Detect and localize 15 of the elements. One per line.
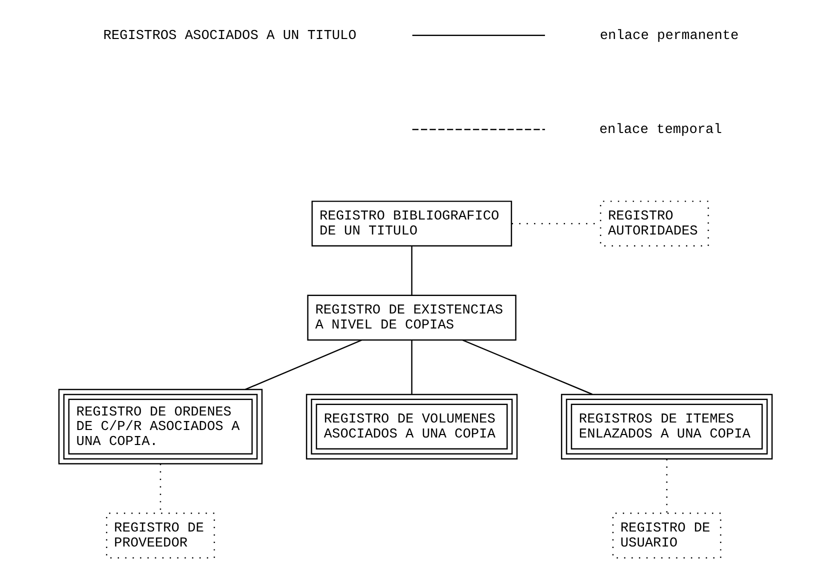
connector [244, 340, 362, 390]
node-box: REGISTRO DE USUARIO [612, 512, 721, 558]
label: REGISTROS ASOCIADOS A UN TITULO [102, 28, 356, 44]
connector [410, 246, 412, 296]
node-box: REGISTRO DE EXISTENCIAS A NIVEL DE COPIAS [306, 294, 516, 341]
node-box: REGISTRO DE PROVEEDOR [106, 512, 214, 558]
connector [462, 340, 592, 395]
legend-label: enlace permanente [599, 28, 738, 44]
legend-label: enlace temporal [598, 122, 722, 138]
connector [410, 340, 412, 394]
node-box: REGISTROS DE ITEMES ENLAZADOS A UNA COPIA [560, 394, 772, 460]
node-box: REGISTRO AUTORIDADES [599, 200, 708, 246]
node-box: REGISTRO BIBLIOGRAFICO DE UN TITULO [311, 200, 512, 246]
node-box: REGISTRO DE ORDENES DE C/P/R ASOCIADOS A UNA COPIA. [58, 388, 262, 464]
node-box: REGISTRO DE VOLUMENES ASOCIADOS A UNA COPIA [305, 394, 518, 460]
